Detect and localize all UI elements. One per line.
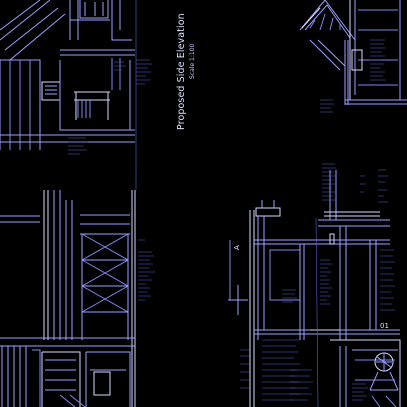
right-construction-section: [228, 170, 401, 407]
drawing-scale: Scale 1:100: [189, 43, 196, 79]
drawing-title: Proposed Side Elevation: [176, 13, 187, 130]
top-right-house-elevation: [299, 0, 407, 105]
bottom-left-elevation: [0, 337, 135, 407]
top-left-elevation: [0, 0, 137, 190]
left-section-detail: [0, 190, 145, 407]
section-mark-b: 01: [380, 322, 389, 330]
annotation-text-blocks: [68, 39, 395, 401]
section-mark-a: A: [233, 245, 241, 250]
